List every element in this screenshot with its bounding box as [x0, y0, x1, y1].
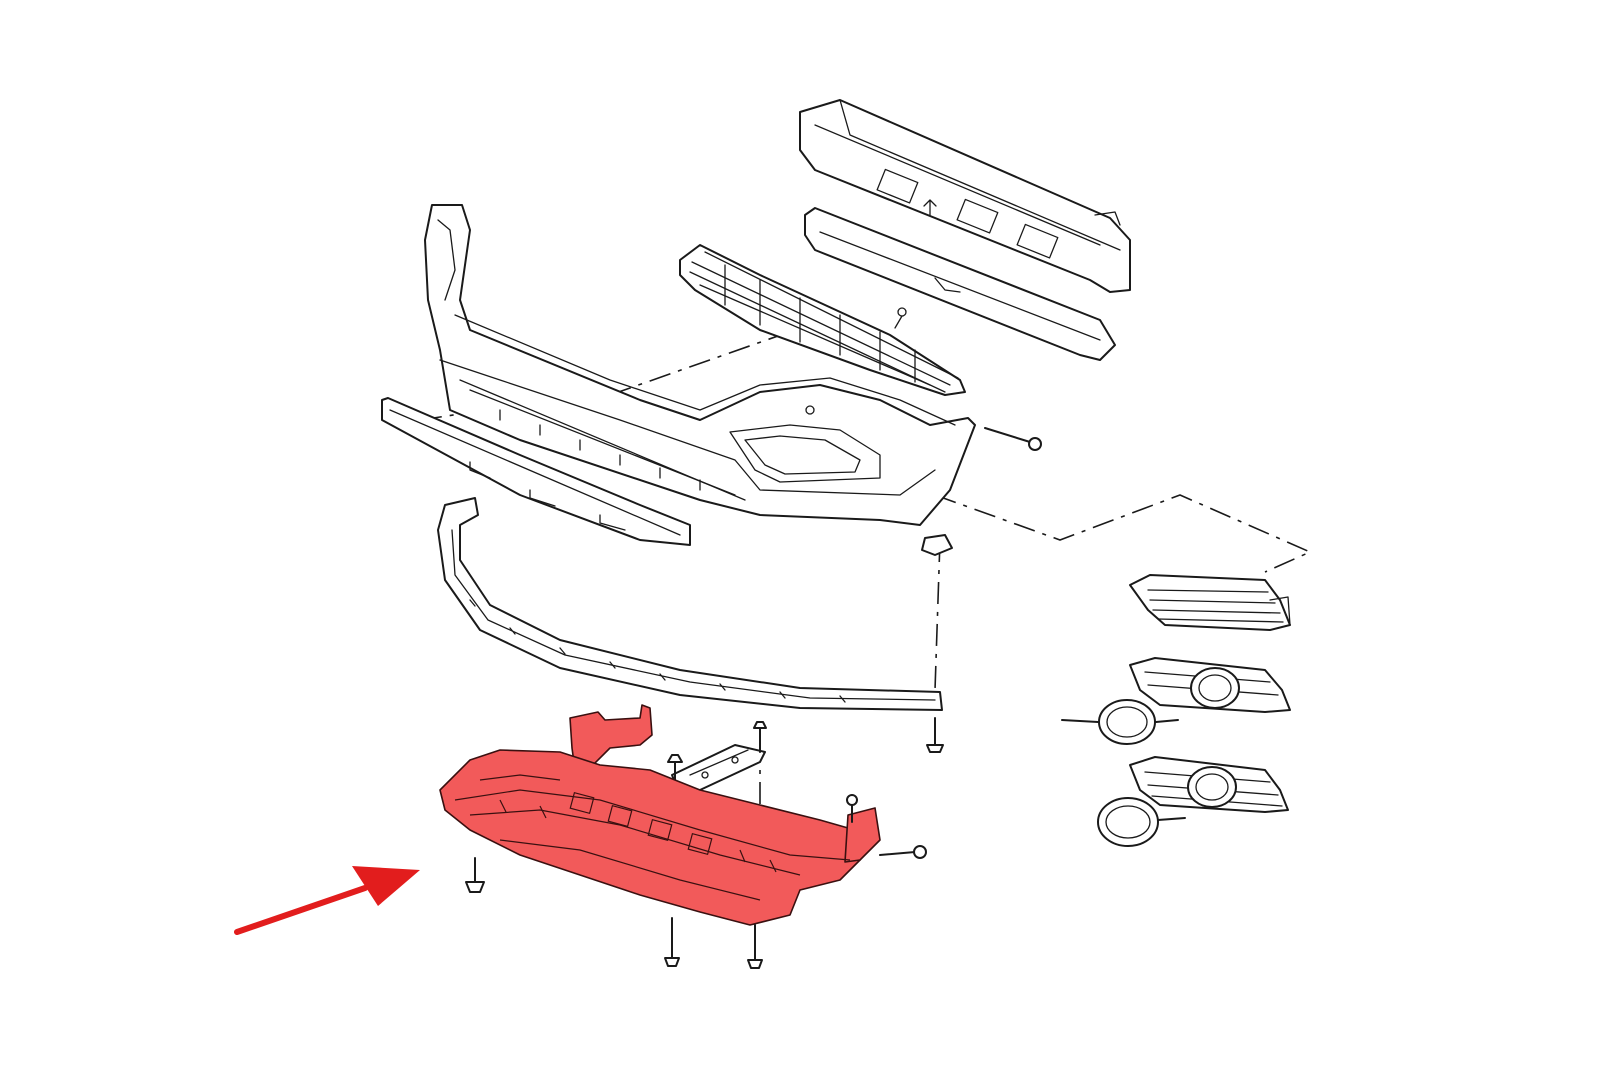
fog-lamp-bezel-with-ring-lower [1097, 756, 1289, 847]
fog-lamp-bezel-with-ring-upper [1061, 657, 1291, 745]
fog-lamp-ring [1097, 797, 1186, 847]
screw-icon [664, 917, 680, 967]
mounting-bracket [667, 721, 767, 791]
clip-icon [846, 794, 858, 823]
bolt-icon [879, 845, 927, 859]
bumper-reinforcement-bar [799, 99, 1131, 293]
pointer-arrow [234, 866, 420, 935]
screw-icon [926, 717, 944, 753]
front-bumper-cover [424, 204, 976, 526]
bumper-lower-spoiler [437, 497, 943, 711]
energy-absorber [804, 207, 1116, 361]
clip-icon [921, 534, 953, 556]
upper-grille [679, 244, 966, 396]
splash-shield-fasteners [465, 794, 927, 969]
bolt-icon [984, 427, 1042, 451]
engine-splash-shield [439, 704, 881, 926]
screw-icon [747, 924, 763, 969]
screw-icon [465, 857, 485, 893]
fog-lamp-bezel-blank [1129, 574, 1291, 631]
lower-bumper-trim [381, 397, 691, 546]
splash-shield-side-tab [844, 807, 881, 863]
fog-lamp-ring [1061, 699, 1179, 745]
